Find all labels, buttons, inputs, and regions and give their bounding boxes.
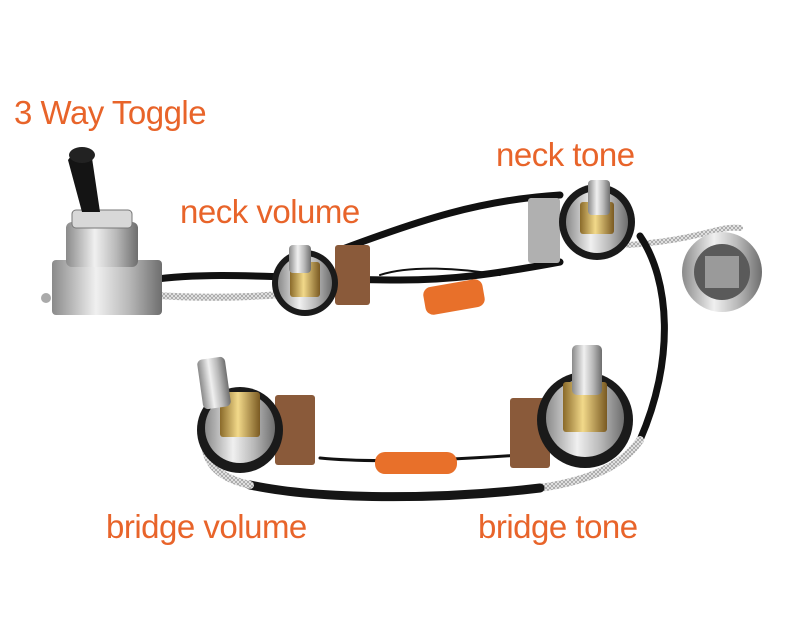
wires: [146, 191, 743, 502]
bridge-tone-pot: [510, 345, 633, 468]
bridge-tone-capacitor: [375, 452, 457, 474]
neck-volume-pot: [272, 245, 370, 316]
label-neck-tone: neck tone: [496, 136, 635, 173]
toggle-switch: [41, 147, 162, 315]
output-jack: [682, 232, 762, 312]
neck-tone-pot: [528, 180, 635, 263]
bridge-volume-pot: [197, 356, 315, 473]
label-neck-volume: neck volume: [180, 193, 360, 230]
label-bridge-tone: bridge tone: [478, 508, 638, 545]
label-bridge-volume: bridge volume: [106, 508, 307, 545]
label-3-way-toggle: 3 Way Toggle: [14, 94, 207, 131]
neck-tone-capacitor: [423, 279, 485, 315]
